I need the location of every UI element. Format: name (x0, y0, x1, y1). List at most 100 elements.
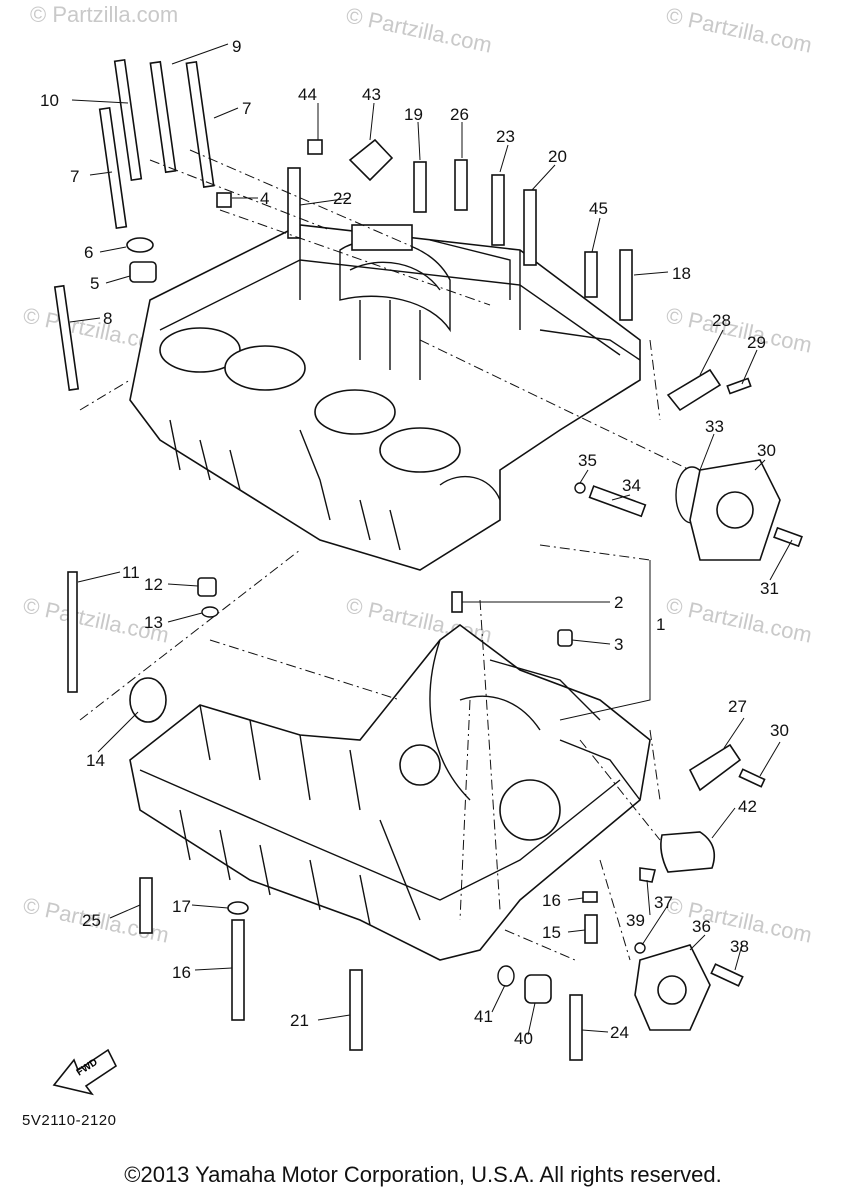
fwd-arrow: FWD (52, 1048, 118, 1096)
callout-31: 30 (757, 441, 776, 460)
callout-39: 39 (626, 911, 645, 930)
callout-37: 37 (654, 893, 673, 912)
watermark-text: © Partzilla.com (664, 302, 814, 357)
callout-14: 14 (86, 751, 105, 770)
callout-1: 1 (656, 615, 665, 634)
callout-21: 20 (548, 147, 567, 166)
copyright-notice: ©2013 Yamaha Motor Corporation, U.S.A. A… (124, 1162, 722, 1187)
callout-5: 5 (90, 274, 99, 293)
bolt-25 (569, 994, 583, 1061)
o-ring-37 (634, 942, 646, 954)
callout-26: 25 (82, 911, 101, 930)
plate-29 (666, 368, 722, 412)
callout-13: 13 (144, 613, 163, 632)
stud-9 (149, 60, 177, 174)
callout-27: 26 (450, 105, 469, 124)
callout-42: 42 (738, 797, 757, 816)
callout-9: 9 (232, 37, 241, 56)
callout-8: 8 (103, 309, 112, 328)
plug-3 (557, 629, 573, 647)
callout-11: 11 (122, 563, 140, 582)
seal-14 (129, 677, 167, 723)
screw-30-bottom (738, 768, 766, 788)
callout-12: 12 (144, 575, 163, 594)
watermark-text: © Partzilla.com (344, 2, 494, 57)
part-16 (582, 891, 598, 903)
callout-3: 3 (614, 635, 623, 654)
pin-34 (588, 485, 647, 518)
callout-labels: 9 10 7 7 4 6 5 8 44 43 19 26 23 20 22 45… (40, 37, 789, 1048)
watermark-text: © Partzilla.com (30, 2, 178, 27)
callout-19: 18 (672, 264, 691, 283)
part-39 (639, 867, 656, 883)
leader-lines (69, 43, 793, 1036)
bolt-32 (773, 526, 803, 548)
callout-33: 33 (705, 417, 724, 436)
callout-7: 7 (242, 99, 251, 118)
collar-5 (129, 261, 157, 283)
upper-crankcase (129, 224, 641, 571)
callout-7: 7 (70, 167, 79, 186)
callout-28: 27 (728, 697, 747, 716)
callout-30: 29 (747, 333, 766, 352)
watermark-text: © Partzilla.com (664, 2, 814, 57)
o-ring-35 (574, 482, 586, 494)
ring-41 (497, 965, 515, 987)
diagram-code: 5V2110-2120 (22, 1112, 117, 1129)
callout-2: 2 (614, 593, 623, 612)
callout-16: 16 (542, 891, 561, 910)
callout-40: 40 (514, 1029, 533, 1048)
callout-20: 19 (404, 105, 423, 124)
small-parts (53, 58, 803, 1061)
washer-18 (227, 901, 249, 915)
bolt-38 (710, 963, 744, 987)
callout-4: 4 (260, 189, 269, 208)
callout-32: 31 (760, 579, 779, 598)
callout-15: 15 (542, 923, 561, 942)
stud-10 (113, 58, 143, 182)
stud-7-left (98, 106, 128, 230)
bolt-22 (349, 969, 363, 1051)
callout-34: 34 (622, 476, 641, 495)
callout-45: 45 (589, 199, 608, 218)
bolt-23 (287, 167, 301, 239)
callout-18: 17 (172, 897, 191, 916)
callout-29: 28 (712, 311, 731, 330)
bolt-27 (454, 159, 468, 211)
stud-8 (53, 284, 80, 391)
bolt-21 (523, 189, 537, 266)
plug-40 (524, 974, 552, 1004)
collar-12 (197, 577, 217, 597)
callout-17: 16 (172, 963, 191, 982)
callout-38: 38 (730, 937, 749, 956)
callout-22: 21 (290, 1011, 309, 1030)
part-15 (584, 914, 598, 944)
bolt-45 (584, 251, 598, 298)
callout-24: 23 (496, 127, 515, 146)
bolt-17 (231, 919, 245, 1021)
bolt-24 (491, 174, 505, 246)
cover-42 (660, 831, 716, 873)
bolt-44 (307, 139, 323, 155)
callout-25: 24 (610, 1023, 629, 1042)
callout-6: 6 (84, 243, 93, 262)
callout-44: 44 (298, 85, 317, 104)
watermark-text: © Partzilla.com (664, 592, 814, 647)
callout-35: 35 (578, 451, 597, 470)
bolt-19 (619, 249, 633, 321)
nut-4 (216, 192, 232, 208)
stud-7-right (185, 61, 215, 188)
screw-30-top (726, 377, 752, 395)
bolt-20 (413, 161, 427, 213)
callout-30: 30 (770, 721, 789, 740)
callout-23: 22 (333, 189, 352, 208)
callout-36: 36 (692, 917, 711, 936)
callout-10: 10 (40, 91, 59, 110)
lower-crankcase (129, 624, 651, 961)
callout-43: 43 (362, 85, 381, 104)
spring-2 (451, 591, 463, 613)
o-ring-6 (126, 237, 154, 253)
callout-41: 41 (474, 1007, 493, 1026)
washer-13 (201, 606, 219, 618)
